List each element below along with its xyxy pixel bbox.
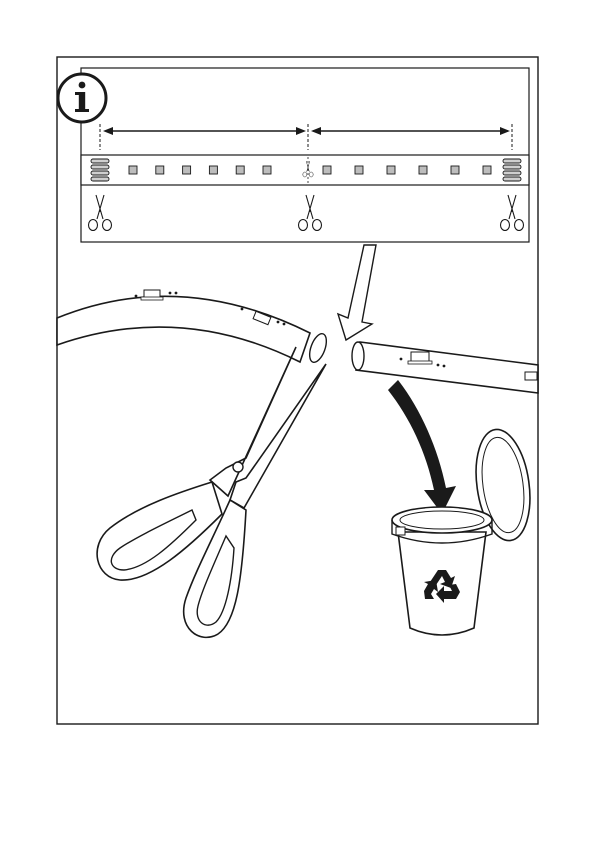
led-strip (81, 155, 529, 185)
led-segment-2-2 (355, 166, 363, 174)
led-segment-1-5 (236, 166, 244, 174)
led-segment-1-3 (183, 166, 191, 174)
led-segment-2-1 (323, 166, 331, 174)
led-segment-2-4 (419, 166, 427, 174)
led-segment-1-1 (129, 166, 137, 174)
led-segment-2-3 (387, 166, 395, 174)
info-icon (58, 74, 106, 122)
led-segment-1-2 (156, 166, 164, 174)
led-segment-1-4 (209, 166, 217, 174)
led-segment-1-6 (263, 166, 271, 174)
led-segment-2-5 (451, 166, 459, 174)
led-segment-2-6 (483, 166, 491, 174)
